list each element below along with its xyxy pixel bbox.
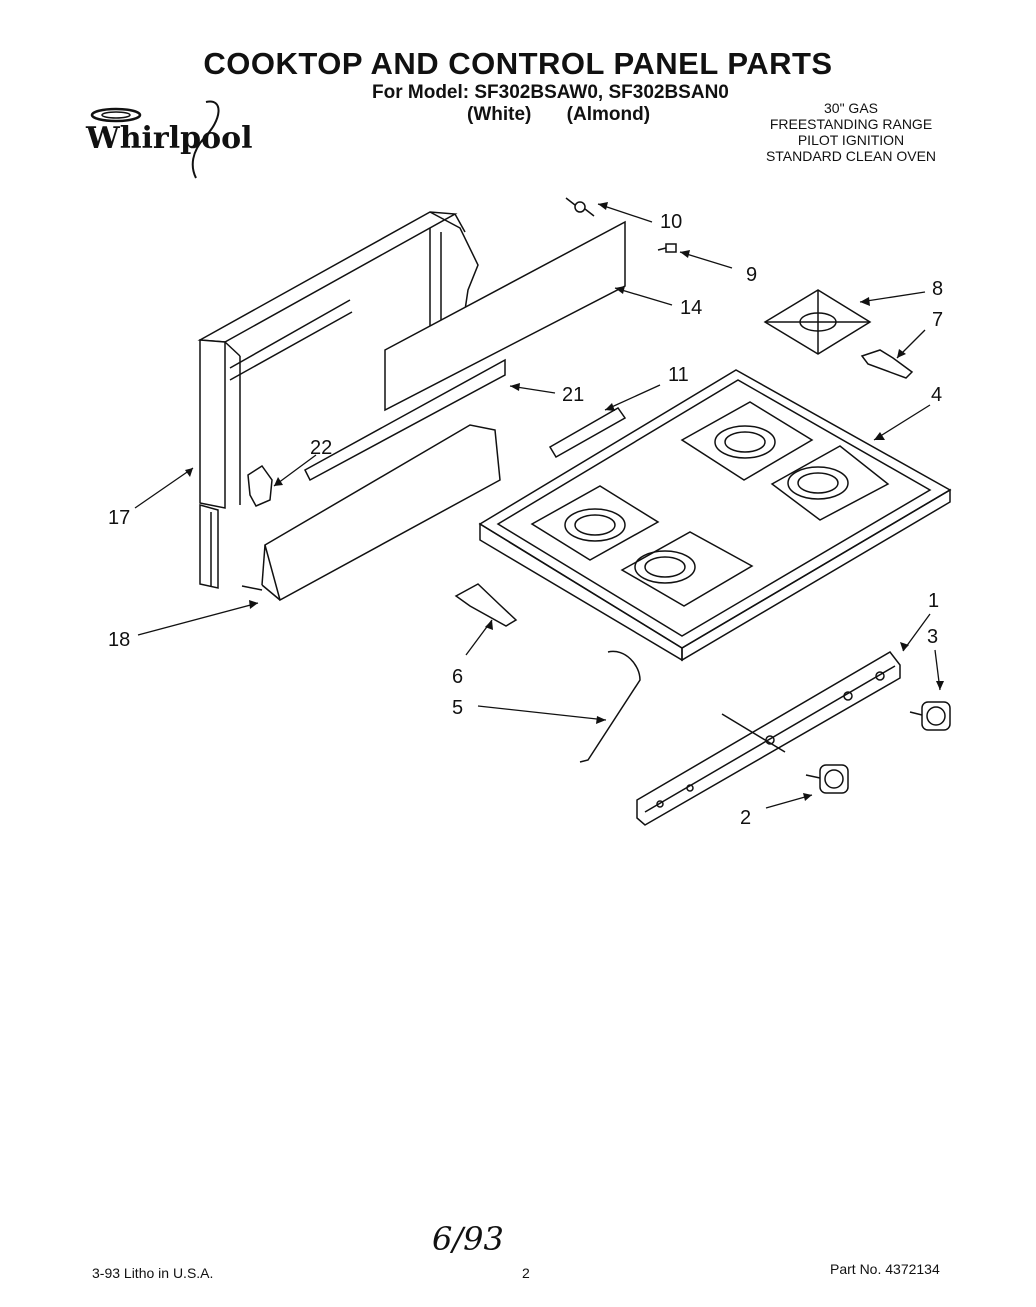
clip bbox=[247, 464, 273, 507]
callout-22: 22 bbox=[310, 437, 332, 459]
control-panel-overlay bbox=[384, 220, 626, 412]
callout-11: 11 bbox=[668, 364, 689, 386]
logo-script-stroke bbox=[191, 100, 220, 179]
handwritten-date: 6/93 bbox=[432, 1220, 504, 1258]
page-number: 2 bbox=[522, 1265, 530, 1281]
spec-line: STANDARD CLEAN OVEN bbox=[765, 148, 937, 164]
spec-line: 30" GAS bbox=[824, 100, 878, 116]
logo-swirl-icon bbox=[90, 107, 142, 123]
burner-cap bbox=[860, 349, 914, 379]
callout-14: 14 bbox=[680, 297, 702, 319]
callout-7: 7 bbox=[932, 309, 943, 331]
color-variants: (White) (Almond) bbox=[467, 104, 680, 126]
wing-nut bbox=[565, 197, 595, 217]
callout-1: 1 bbox=[928, 590, 939, 612]
callout-21: 21 bbox=[562, 384, 584, 406]
spec-block: 30" GAS FREESTANDING RANGE PILOT IGNITIO… bbox=[740, 100, 962, 164]
whirlpool-logo: Whirlpool bbox=[85, 100, 253, 179]
callout-18: 18 bbox=[108, 629, 130, 651]
bracket bbox=[548, 407, 627, 459]
flash-tube-wire bbox=[579, 650, 641, 763]
callout-6: 6 bbox=[452, 666, 463, 688]
cooktop bbox=[478, 369, 952, 662]
variant-almond: (Almond) bbox=[566, 104, 651, 125]
callout-2: 2 bbox=[740, 807, 751, 829]
spec-line: PILOT IGNITION bbox=[797, 132, 905, 148]
callout-3: 3 bbox=[927, 626, 938, 648]
burner-knob bbox=[909, 701, 951, 731]
control-panel-frame bbox=[197, 211, 479, 589]
valve-manifold-rail bbox=[636, 651, 901, 826]
callout-4: 4 bbox=[931, 384, 942, 406]
variant-white: (White) bbox=[467, 104, 532, 125]
callout-17: 17 bbox=[108, 507, 130, 529]
logo-text: Whirlpool bbox=[85, 121, 253, 156]
screw bbox=[657, 243, 677, 253]
burner-knob bbox=[805, 764, 849, 794]
part-number: Part No. 4372134 bbox=[830, 1261, 940, 1277]
spec-line: FREESTANDING RANGE bbox=[769, 116, 933, 132]
callout-9: 9 bbox=[746, 264, 757, 286]
callout-10: 10 bbox=[660, 211, 682, 233]
callout-5: 5 bbox=[452, 697, 463, 719]
model-line: For Model: SF302BSAW0, SF302BSAN0 bbox=[372, 82, 729, 103]
burner-grate bbox=[763, 289, 872, 355]
logo-swirl-inner-icon bbox=[101, 111, 131, 119]
page-title: COOKTOP AND CONTROL PANEL PARTS bbox=[203, 46, 833, 81]
manifold-panel bbox=[241, 424, 501, 602]
trim-strip bbox=[304, 358, 506, 482]
footer-print-info: 3-93 Litho in U.S.A. bbox=[92, 1265, 214, 1281]
callout-8: 8 bbox=[932, 278, 943, 300]
bracket-clip bbox=[454, 583, 518, 627]
